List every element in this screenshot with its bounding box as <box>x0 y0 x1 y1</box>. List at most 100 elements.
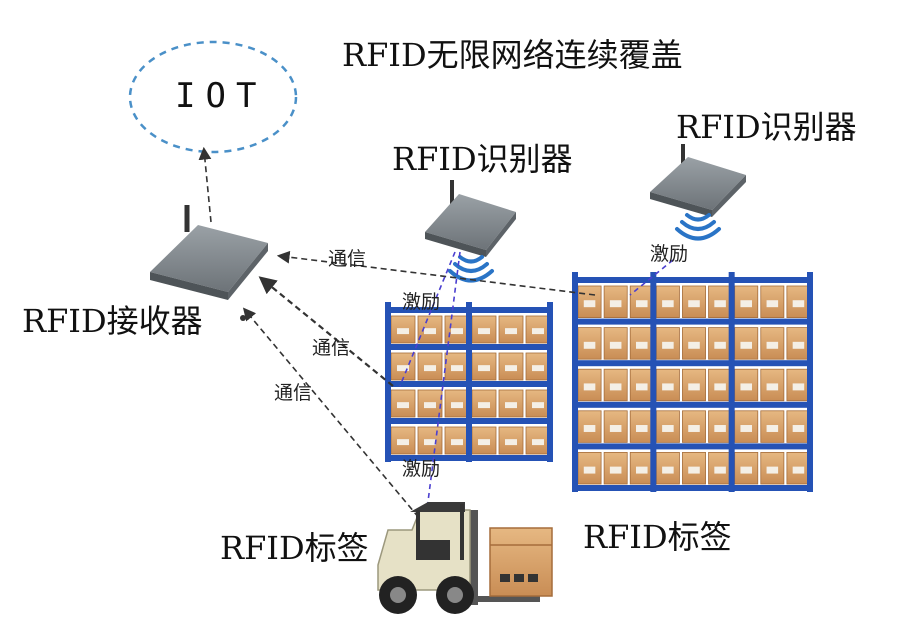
wifi-signal-icon <box>448 255 494 283</box>
rack-upright <box>547 302 553 462</box>
excite-label-r2: 激励 <box>650 243 689 265</box>
tag-shelf-label: RFID标签 <box>583 518 732 556</box>
rack-beam <box>575 443 810 450</box>
rack-upright <box>650 272 657 492</box>
excite-line-r1a <box>399 251 456 387</box>
diagram-title: RFID无限网络连续覆盖 <box>342 36 683 74</box>
box-label <box>451 402 463 409</box>
tag-forklift-label: RFID标签 <box>220 529 369 567</box>
box-label <box>740 383 752 391</box>
comm-line-top <box>276 250 596 296</box>
box-label <box>583 466 596 474</box>
box-label <box>583 383 596 391</box>
box-label <box>714 341 726 349</box>
box-label <box>397 365 409 372</box>
box-label <box>478 402 490 409</box>
box-label <box>532 328 544 335</box>
excite-line-r1b <box>424 251 461 526</box>
router-icon <box>150 205 268 300</box>
box-label <box>505 402 517 409</box>
box-label <box>740 300 752 308</box>
rack-upright <box>466 302 472 462</box>
box-label <box>636 383 648 391</box>
box-label <box>740 466 752 474</box>
box-label <box>451 365 463 372</box>
rack-beam <box>575 360 810 367</box>
warehouse-rack-icon <box>572 272 813 492</box>
cloud-icon <box>128 40 298 154</box>
box-label <box>714 383 726 391</box>
comm-line-iot <box>198 146 212 223</box>
box-label <box>424 402 436 409</box>
box-label <box>478 439 490 446</box>
comm-line-low <box>242 307 426 526</box>
box-label <box>792 425 805 432</box>
box-label <box>662 341 674 349</box>
rack-upright <box>572 272 578 492</box>
rack-upright <box>728 272 735 492</box>
box-label <box>766 425 779 432</box>
box-label <box>714 300 726 308</box>
box-label <box>688 300 700 308</box>
box-label <box>609 341 622 349</box>
forklift-icon <box>377 502 540 614</box>
box-label <box>451 439 463 446</box>
box-label <box>740 341 752 349</box>
box-label <box>662 425 674 432</box>
router-icon <box>650 144 746 217</box>
box-label <box>609 383 622 391</box>
comm-label-top: 通信 <box>328 248 367 270</box>
warehouse-rack-icon <box>385 302 553 462</box>
box-label <box>397 439 409 446</box>
box-label <box>583 341 596 349</box>
rack-beam <box>575 277 810 283</box>
excite-label-r1-lower: 激励 <box>402 458 441 480</box>
box-label <box>766 466 779 474</box>
box-label <box>636 466 648 474</box>
box-label <box>662 300 674 308</box>
box-label <box>688 466 700 474</box>
box-label <box>662 383 674 391</box>
box-label <box>662 466 674 474</box>
rack-beam <box>575 485 810 491</box>
rack-upright <box>807 272 813 492</box>
box-label <box>505 365 517 372</box>
box-label <box>792 466 805 474</box>
box-label <box>609 300 622 308</box>
box-label <box>424 328 436 335</box>
box-label <box>424 365 436 372</box>
box-label <box>532 365 544 372</box>
antenna-icon <box>240 315 246 321</box>
rack-beam <box>575 318 810 325</box>
cardboard-box-icon <box>489 527 553 597</box>
box-label <box>397 402 409 409</box>
box-label <box>609 425 622 432</box>
receiver-label: RFID接收器 <box>22 302 203 340</box>
box-label <box>792 383 805 391</box>
box-label <box>609 466 622 474</box>
box-label <box>792 300 805 308</box>
box-label <box>478 365 490 372</box>
cloud-label: IOT <box>175 76 267 116</box>
box-label <box>532 402 544 409</box>
rack-upright <box>385 302 391 462</box>
box-label <box>636 341 648 349</box>
router-icon <box>425 180 516 257</box>
box-label <box>688 383 700 391</box>
box-label <box>766 383 779 391</box>
excite-line-r2 <box>629 259 674 296</box>
box-label <box>505 439 517 446</box>
box-label <box>583 300 596 308</box>
reader-2-label: RFID识别器 <box>676 108 857 146</box>
wifi-signal-icon <box>675 213 721 241</box>
box-label <box>688 341 700 349</box>
box-label <box>688 425 700 432</box>
excite-label-r1-upper: 激励 <box>402 291 441 313</box>
box-label <box>740 425 752 432</box>
box-label <box>792 341 805 349</box>
comm-label-mid: 通信 <box>312 337 351 359</box>
box-label <box>424 439 436 446</box>
box-label <box>766 300 779 308</box>
box-label <box>766 341 779 349</box>
